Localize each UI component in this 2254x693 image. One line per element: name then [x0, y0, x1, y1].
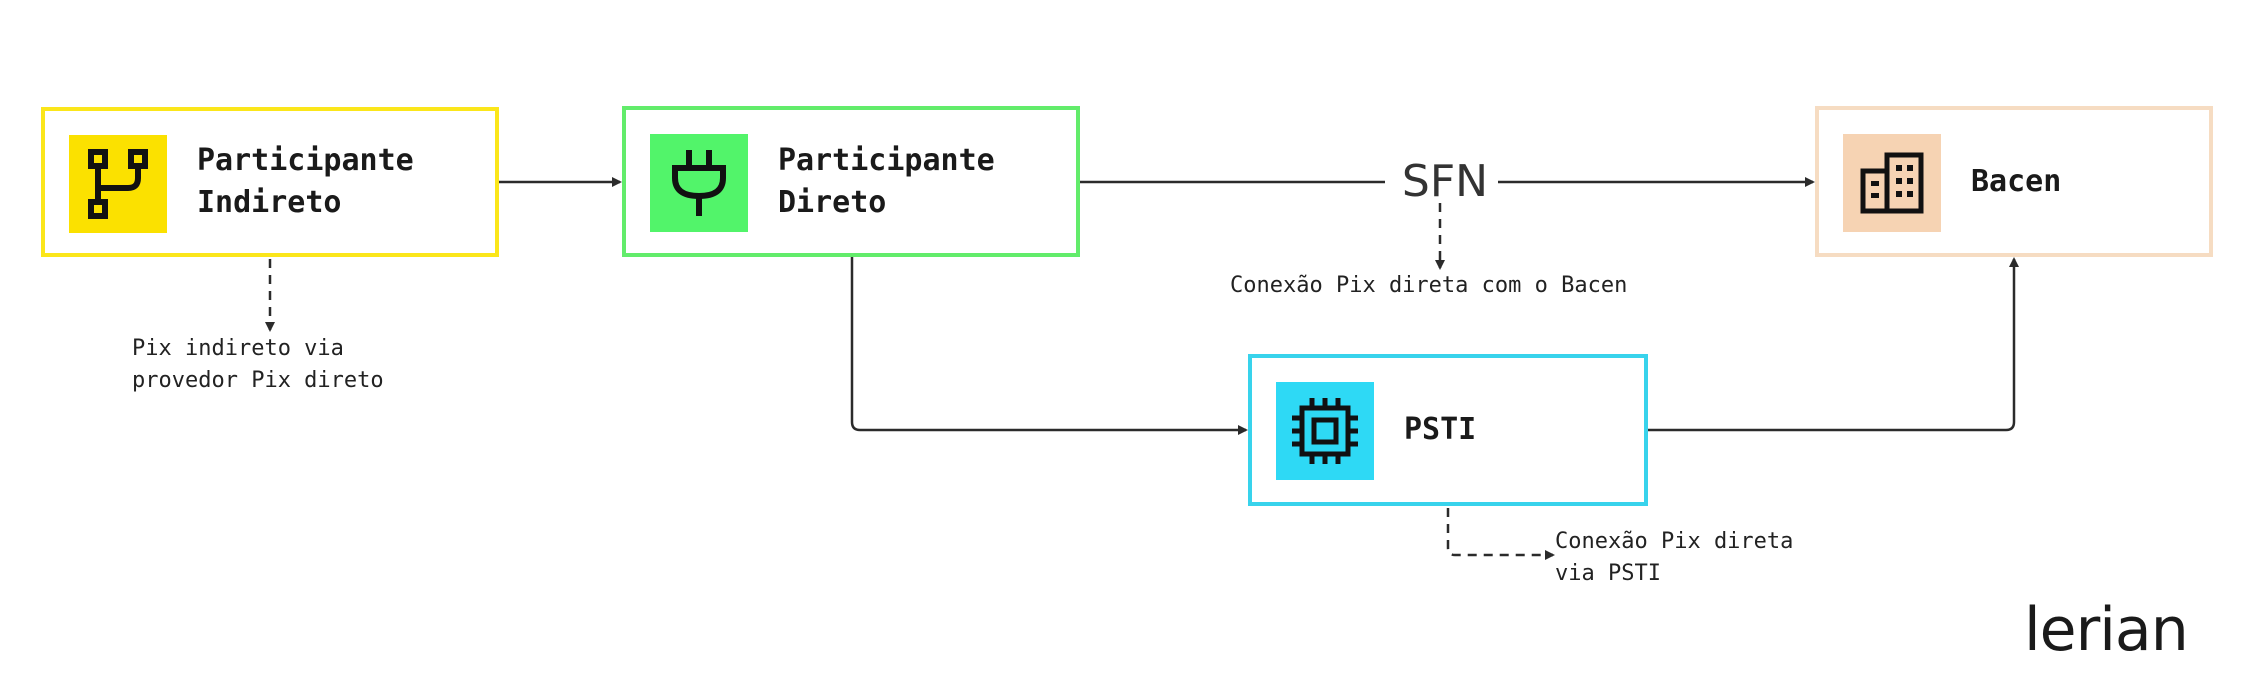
edge-psti-bacen — [1648, 257, 2019, 432]
node-participante-indireto: Participante Indireto — [41, 107, 499, 257]
plug-icon — [650, 134, 748, 232]
node-psti: PSTI — [1248, 354, 1648, 506]
chip-icon — [1276, 382, 1374, 480]
note-pix-indireto: Pix indireto via provedor Pix direto — [132, 336, 384, 393]
note-conexao-bacen: Conexão Pix direta com o Bacen — [1230, 273, 1628, 298]
node-participante-direto: Participante Direto — [622, 106, 1080, 257]
node-label: Participante Indireto — [197, 143, 414, 220]
node-bacen: Bacen — [1815, 106, 2213, 257]
note-pointer-psti — [1446, 508, 1555, 560]
git-branch-icon — [69, 135, 167, 233]
lerian-logo: lerian — [2024, 595, 2189, 665]
node-label: PSTI — [1404, 412, 1477, 447]
sfn-label: SFN — [1401, 156, 1489, 207]
edge-direto-psti — [850, 257, 1248, 435]
node-label: Participante Direto — [778, 142, 995, 220]
building-icon — [1843, 134, 1941, 232]
note-conexao-psti: Conexão Pix direta via PSTI — [1555, 529, 1794, 586]
node-label: Bacen — [1971, 163, 2062, 199]
